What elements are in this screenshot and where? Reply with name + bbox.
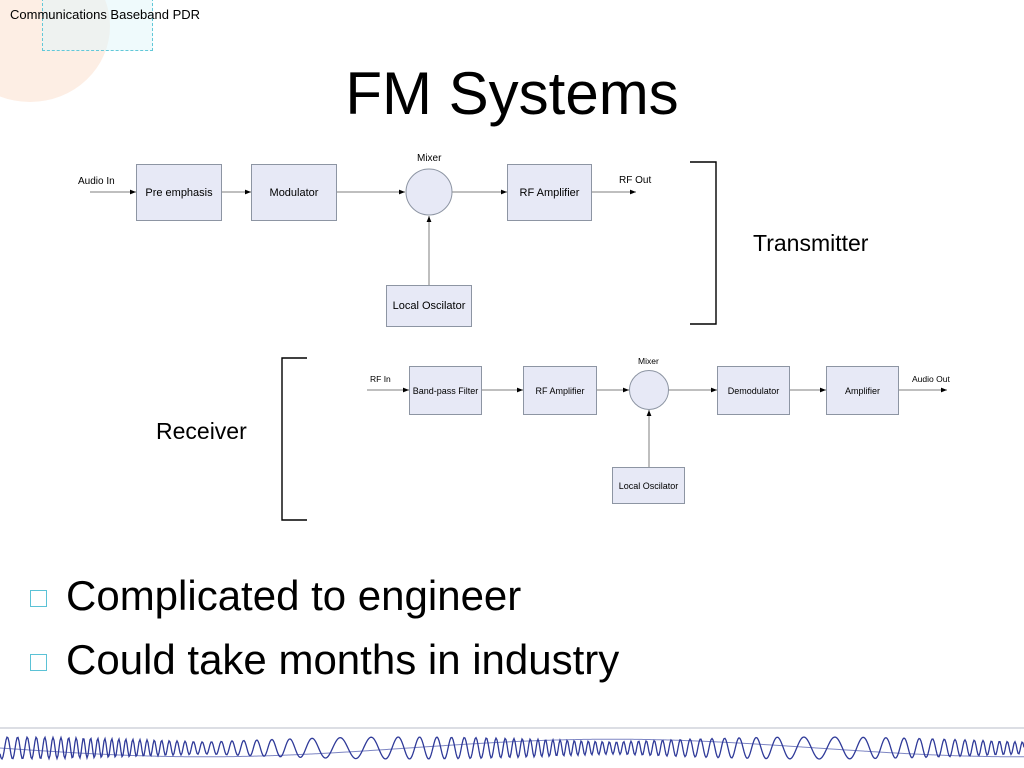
square-bullet-icon — [30, 653, 47, 671]
square-bullet-icon — [30, 589, 47, 607]
bullet-list: Complicated to engineer Could take month… — [30, 564, 619, 692]
fm-wave-footer-decoration — [0, 727, 1024, 761]
tx-pre-emphasis-block: Pre emphasis — [136, 164, 222, 221]
rx-demodulator-block: Demodulator — [717, 366, 790, 415]
bullet-item: Complicated to engineer — [30, 564, 619, 628]
bullet-text: Complicated to engineer — [66, 572, 522, 619]
tx-rf-out-label: RF Out — [619, 175, 652, 186]
rx-band-pass-filter-block: Band-pass Filter — [409, 366, 482, 415]
receiver-label: Receiver — [156, 418, 247, 444]
fm-wave — [0, 735, 1024, 761]
tx-rf-amplifier-block: RF Amplifier — [507, 164, 592, 221]
slide-title: FM Systems — [345, 60, 679, 127]
rx-mixer-label: Mixer — [638, 356, 659, 366]
bullet-item: Could take months in industry — [30, 628, 619, 692]
corner-decoration-box — [42, 0, 153, 51]
rx-rf-in-label: RF In — [370, 374, 391, 384]
rx-local-oscillator-block: Local Oscilator — [612, 467, 685, 504]
rx-mixer-circle — [629, 370, 669, 410]
tx-local-oscillator-block: Local Oscilator — [386, 285, 472, 327]
transmitter-bracket — [690, 161, 717, 325]
wave-envelope — [0, 738, 1024, 758]
bullet-text: Could take months in industry — [66, 636, 620, 683]
receiver-bracket — [281, 357, 307, 521]
tx-mixer-circle — [405, 168, 453, 216]
tx-mixer-label: Mixer — [417, 153, 442, 164]
transmitter-label: Transmitter — [753, 230, 869, 256]
rx-rf-amplifier-block: RF Amplifier — [523, 366, 597, 415]
tx-modulator-block: Modulator — [251, 164, 337, 221]
rx-audio-out-label: Audio Out — [912, 374, 950, 384]
slide-header: Communications Baseband PDR — [10, 7, 201, 22]
rx-amplifier-block: Amplifier — [826, 366, 899, 415]
tx-audio-in-label: Audio In — [78, 176, 115, 187]
